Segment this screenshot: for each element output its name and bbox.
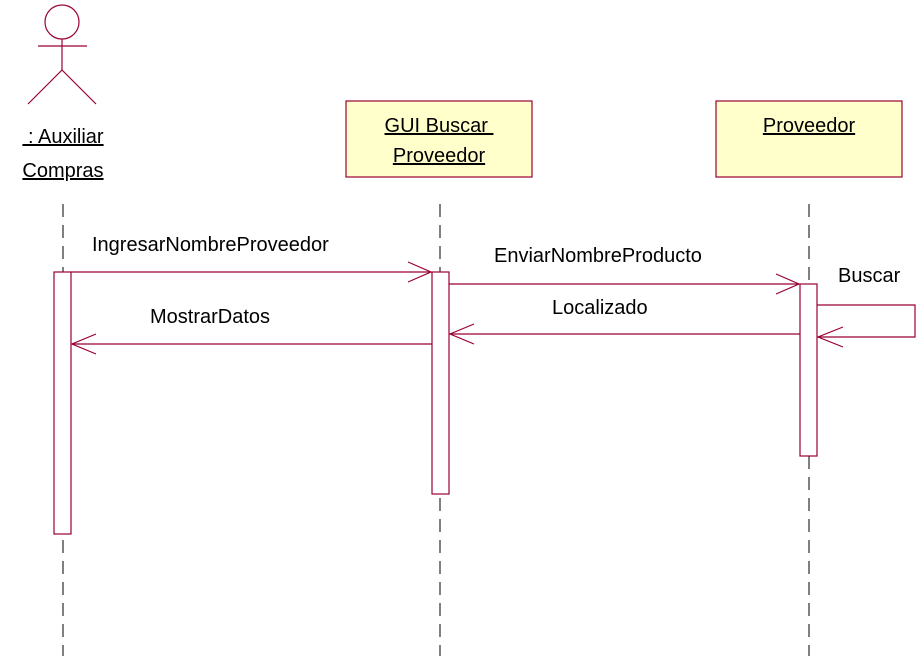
message-ingresar-arrowhead (407, 261, 433, 283)
message-buscar-line (817, 304, 916, 338)
message-mostrar-label: MostrarDatos (150, 306, 270, 328)
message-localizado-arrowhead (448, 323, 475, 345)
actor-activation (53, 271, 72, 535)
proveedor-object-box[interactable] (715, 100, 903, 178)
gui-object-name-line2: Proveedor (393, 145, 486, 167)
actor-head (44, 4, 80, 40)
actor-right-leg (61, 69, 97, 105)
actor-name-line1: : Auxiliar (22, 126, 103, 148)
actor-figure (27, 4, 97, 105)
proveedor-object-name: Proveedor (763, 115, 856, 137)
message-buscar-arrowhead (816, 326, 844, 348)
message-buscar-label: Buscar (838, 265, 901, 287)
gui-object-name-line1: GUI Buscar (385, 115, 494, 137)
message-lines (70, 261, 916, 355)
actor-left-leg (27, 69, 63, 105)
message-localizado-label: Localizado (552, 297, 648, 319)
gui-object-box[interactable] (345, 100, 533, 178)
activations (53, 271, 818, 535)
message-ingresar-label: IngresarNombreProveedor (92, 234, 329, 256)
gui-activation (431, 271, 450, 495)
proveedor-activation (799, 283, 818, 457)
message-mostrar-arrowhead (70, 333, 97, 355)
message-enviar-arrowhead (775, 273, 801, 295)
message-enviar-label: EnviarNombreProducto (494, 245, 702, 267)
actor-name-line2: Compras (22, 160, 103, 182)
